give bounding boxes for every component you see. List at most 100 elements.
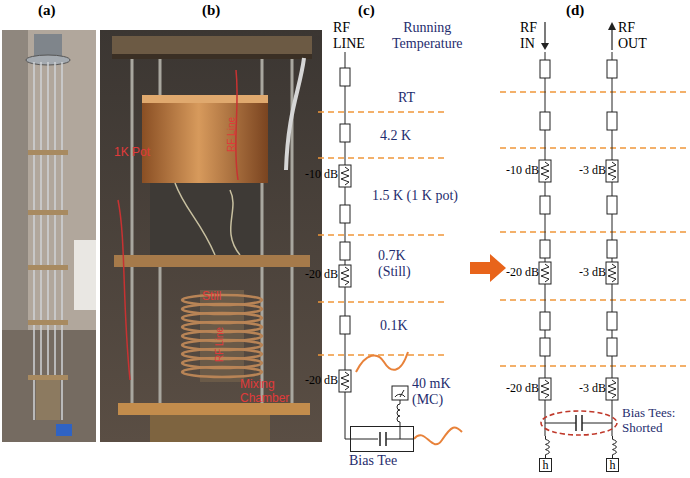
bias-tee-box: Bias Tee <box>350 426 414 452</box>
inductor-connector <box>546 436 550 458</box>
node-text: h <box>607 459 618 471</box>
port-label: RF IN <box>520 20 537 52</box>
attenuation-label: -20 dB <box>305 374 338 388</box>
photo-annotation: 1K Pot <box>114 146 150 160</box>
attenuation-label: -10 dB <box>506 164 539 178</box>
photo-fridge-insert-part <box>34 34 62 56</box>
attenuator-symbol <box>339 165 351 187</box>
coax-segment <box>340 124 350 142</box>
photo-fridge-insert-part <box>28 320 68 325</box>
photo-cold-stages-part <box>118 200 130 380</box>
meter-needle <box>395 390 405 397</box>
photo-fridge-insert-part <box>74 240 96 310</box>
attenuator-symbol <box>339 265 351 287</box>
coax-segment <box>540 196 550 214</box>
shorted-bias-tees: Bias Tees: Shorted <box>540 410 618 436</box>
output-arrow <box>611 28 612 50</box>
coax-segment <box>540 240 550 258</box>
attenuation-label: -20 dB <box>305 268 338 282</box>
attenuator-symbol <box>606 262 618 284</box>
coax-segment <box>340 205 350 223</box>
photo-fridge-insert-part <box>34 62 62 420</box>
photo-fridge-insert-part <box>36 380 60 420</box>
attenuation-label: -20 dB <box>506 266 539 280</box>
inductor-connector <box>613 436 617 458</box>
line-title: RF LINE <box>333 20 365 52</box>
panel-letter: (c) <box>358 2 375 19</box>
photo-cold-stages-part <box>132 59 292 415</box>
signal-wave <box>414 427 462 444</box>
photo-fridge-insert <box>2 30 96 442</box>
capacitor-symbol <box>576 415 582 431</box>
port-label: RF OUT <box>618 20 647 52</box>
photo-fridge-insert-part <box>28 265 68 270</box>
rf-line-wire <box>345 52 414 439</box>
transition-arrow <box>470 254 506 282</box>
attenuator-symbol <box>539 378 551 400</box>
attenuation-label: -10 dB <box>305 168 338 182</box>
coax-segment <box>607 60 617 78</box>
photo-annotation: Mixing Chamber <box>240 378 302 406</box>
photo-annotation: RF Line <box>226 117 238 152</box>
meter-symbol <box>392 386 408 400</box>
attenuator-symbol <box>539 262 551 284</box>
coax-segment <box>540 312 550 330</box>
coax-segment <box>540 60 550 78</box>
attenuator-symbol <box>606 378 618 400</box>
termination-box: h <box>606 458 619 472</box>
node-text: Bias Tee <box>349 453 397 469</box>
node-text: h <box>540 459 551 471</box>
temperature-label: 1.5 K (1 K pot) <box>372 188 458 204</box>
attenuation-label: -3 dB <box>579 164 606 178</box>
ellipse-outline <box>541 411 617 435</box>
photo-annotation: RF Line <box>214 327 226 362</box>
output-arrow-head <box>608 22 616 30</box>
photo-cold-stages-part <box>150 415 270 442</box>
coax-segment <box>540 112 550 130</box>
stage-boundary <box>500 92 690 366</box>
photo-cold-stages <box>100 30 322 442</box>
coax-segment <box>340 68 350 86</box>
attenuator-symbol <box>539 160 551 182</box>
photo-cold-stages-part <box>142 95 268 183</box>
input-arrow-head <box>541 43 549 50</box>
attenuation-label: -20 dB <box>506 382 539 396</box>
photo-fridge-insert-part <box>28 210 68 215</box>
photo-fridge-insert-part <box>2 30 96 442</box>
two-line-schematic <box>500 22 690 436</box>
signal-wave <box>356 352 408 372</box>
temperature-label: 0.1K <box>380 318 408 334</box>
coax-segment <box>607 240 617 258</box>
attenuator-symbol <box>606 160 618 182</box>
coax-segment <box>340 316 350 334</box>
photo-cold-stages-part <box>175 183 240 255</box>
temperature-label: 4.2 K <box>380 128 411 144</box>
photo-fridge-insert-part <box>2 30 28 330</box>
photo-cold-stages-part <box>142 95 268 103</box>
termination-box: h <box>539 458 552 472</box>
rf-line-wire <box>545 52 612 436</box>
coax-segment <box>607 312 617 330</box>
node-text: Bias Tees: Shorted <box>622 406 688 436</box>
inductor-symbol <box>397 400 400 439</box>
photo-fridge-insert-part <box>28 375 68 380</box>
photo-cold-stages-part <box>100 30 322 442</box>
coax-segment <box>607 112 617 130</box>
coax-segment <box>340 242 350 260</box>
ellipse-outline <box>540 410 618 436</box>
photo-cold-stages-part <box>112 54 312 59</box>
coax-segment <box>607 338 617 356</box>
photo-cold-stages-part <box>118 403 310 415</box>
column-title: Running Temperature <box>392 20 463 52</box>
photo-annotation: Still <box>202 290 221 304</box>
photo-cold-stages-part <box>182 367 262 377</box>
stage-boundary <box>318 112 445 355</box>
photo-fridge-insert-part <box>2 330 96 442</box>
photo-fridge-insert-part <box>28 150 68 155</box>
input-arrow <box>544 22 545 44</box>
temperature-label: RT <box>398 90 415 106</box>
attenuation-label: -3 dB <box>579 382 606 396</box>
